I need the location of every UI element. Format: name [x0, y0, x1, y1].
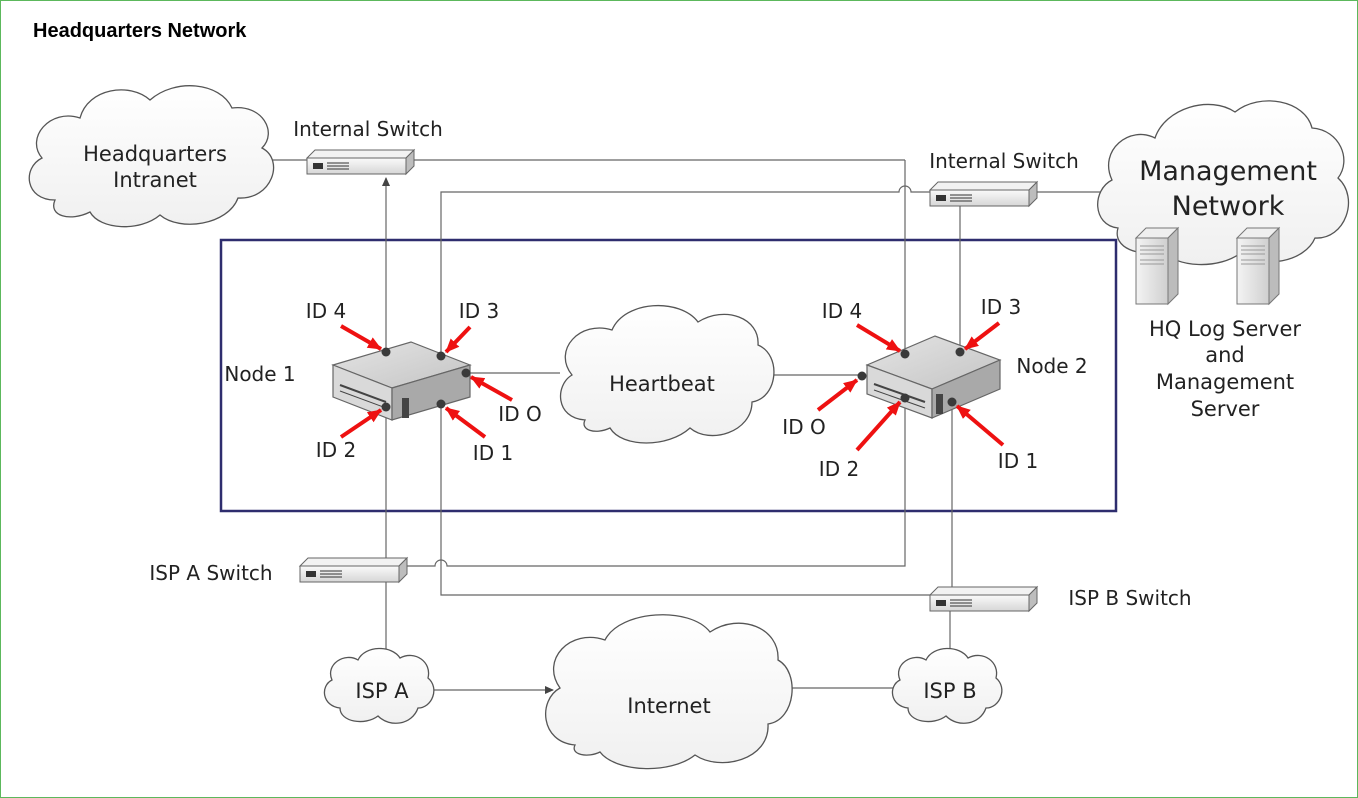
node2-id1-arrow: [955, 404, 1005, 447]
port-dots: [381, 347, 965, 412]
node2-port-id3: [955, 347, 965, 357]
node2-id3-label: ID 3: [981, 295, 1021, 319]
hq-log-label-1: HQ Log Server: [1149, 317, 1301, 341]
port-arrows: [339, 321, 1005, 452]
hq-intranet-label-1: Headquarters: [83, 142, 227, 166]
node2-id0-label: ID O: [782, 415, 825, 439]
node2-id2-arrow: [855, 400, 902, 452]
node1-label: Node 1: [224, 362, 295, 386]
internal-switch-left-label: Internal Switch: [293, 117, 443, 141]
heartbeat-cloud: Heartbeat: [559, 304, 775, 444]
isp-b-cloud: ISP B: [891, 647, 1003, 724]
node2-server: [865, 335, 1002, 419]
node1-port-id1: [436, 399, 446, 409]
diagram-title: Headquarters Network: [33, 20, 247, 42]
node1-id2-arrow: [339, 408, 383, 439]
cluster-box: [219, 238, 1118, 513]
management-label-2: Network: [1172, 191, 1285, 222]
isp-b-switch: [928, 585, 1039, 613]
node1-port-id4: [381, 347, 391, 357]
hq-intranet-cloud: Headquarters Intranet: [28, 85, 275, 228]
internal-switch-right: [928, 180, 1039, 208]
isp-b-label: ISP B: [923, 679, 976, 703]
node1-id4-label: ID 4: [306, 299, 346, 323]
hq-log-label-2: and: [1205, 343, 1245, 367]
node1-id0-arrow: [470, 375, 513, 402]
link-node1-id3-to-right-switch: [440, 185, 932, 356]
node2-port-id4: [900, 349, 910, 359]
node1-id2-label: ID 2: [316, 438, 356, 462]
internet-cloud: Internet: [545, 614, 793, 770]
node1-id0-label: ID O: [498, 402, 541, 426]
management-server-tower: [1235, 226, 1281, 306]
hq-intranet-label-2: Intranet: [113, 168, 197, 192]
node1-port-id3: [436, 351, 446, 361]
node1-server: [331, 341, 472, 421]
hq-log-label-3: Management: [1156, 370, 1294, 394]
node1-port-id2: [381, 402, 391, 412]
node1-port-id0: [461, 368, 471, 378]
isp-a-label: ISP A: [355, 679, 409, 703]
internal-switch-left: [305, 148, 416, 176]
hq-log-server-tower: [1134, 226, 1180, 306]
node1-id1-label: ID 1: [473, 441, 513, 465]
node2-port-id0: [857, 371, 867, 381]
internal-switch-right-label: Internal Switch: [929, 149, 1079, 173]
management-network-cloud: Management Network: [1097, 100, 1350, 266]
node2-id2-label: ID 2: [819, 457, 859, 481]
management-label-1: Management: [1139, 156, 1317, 187]
node2-id4-label: ID 4: [822, 299, 862, 323]
node1-id4-arrow: [340, 324, 382, 351]
node2-port-id2: [900, 393, 910, 403]
link-node1-id1-to-ispb: [440, 404, 930, 596]
isp-b-switch-label: ISP B Switch: [1068, 586, 1191, 610]
isp-a-switch-label: ISP A Switch: [149, 561, 272, 585]
heartbeat-label: Heartbeat: [609, 372, 715, 396]
node1-id3-label: ID 3: [459, 299, 499, 323]
node1-id1-arrow: [444, 406, 487, 439]
link-isp-a-switch-to-node2: [407, 400, 906, 567]
isp-a-cloud: ISP A: [323, 647, 435, 724]
port-labels: ID 4 ID 3 ID O ID 2 ID 1 ID 4 ID 3 ID O …: [306, 295, 1038, 481]
node2-id4-arrow: [855, 323, 902, 353]
node2-label: Node 2: [1016, 354, 1087, 378]
isp-a-switch: [298, 556, 409, 584]
node1-id3-arrow: [444, 325, 472, 354]
hq-log-label-4: Server: [1191, 397, 1260, 421]
internet-label: Internet: [627, 694, 710, 718]
hq-log-server-label: HQ Log Server and Management Server: [1149, 317, 1301, 421]
node2-id1-label: ID 1: [998, 449, 1038, 473]
connections: [255, 159, 1108, 694]
node2-port-id1: [947, 397, 957, 407]
node2-id0-arrow: [816, 378, 859, 412]
node2-id3-arrow: [963, 321, 1001, 351]
